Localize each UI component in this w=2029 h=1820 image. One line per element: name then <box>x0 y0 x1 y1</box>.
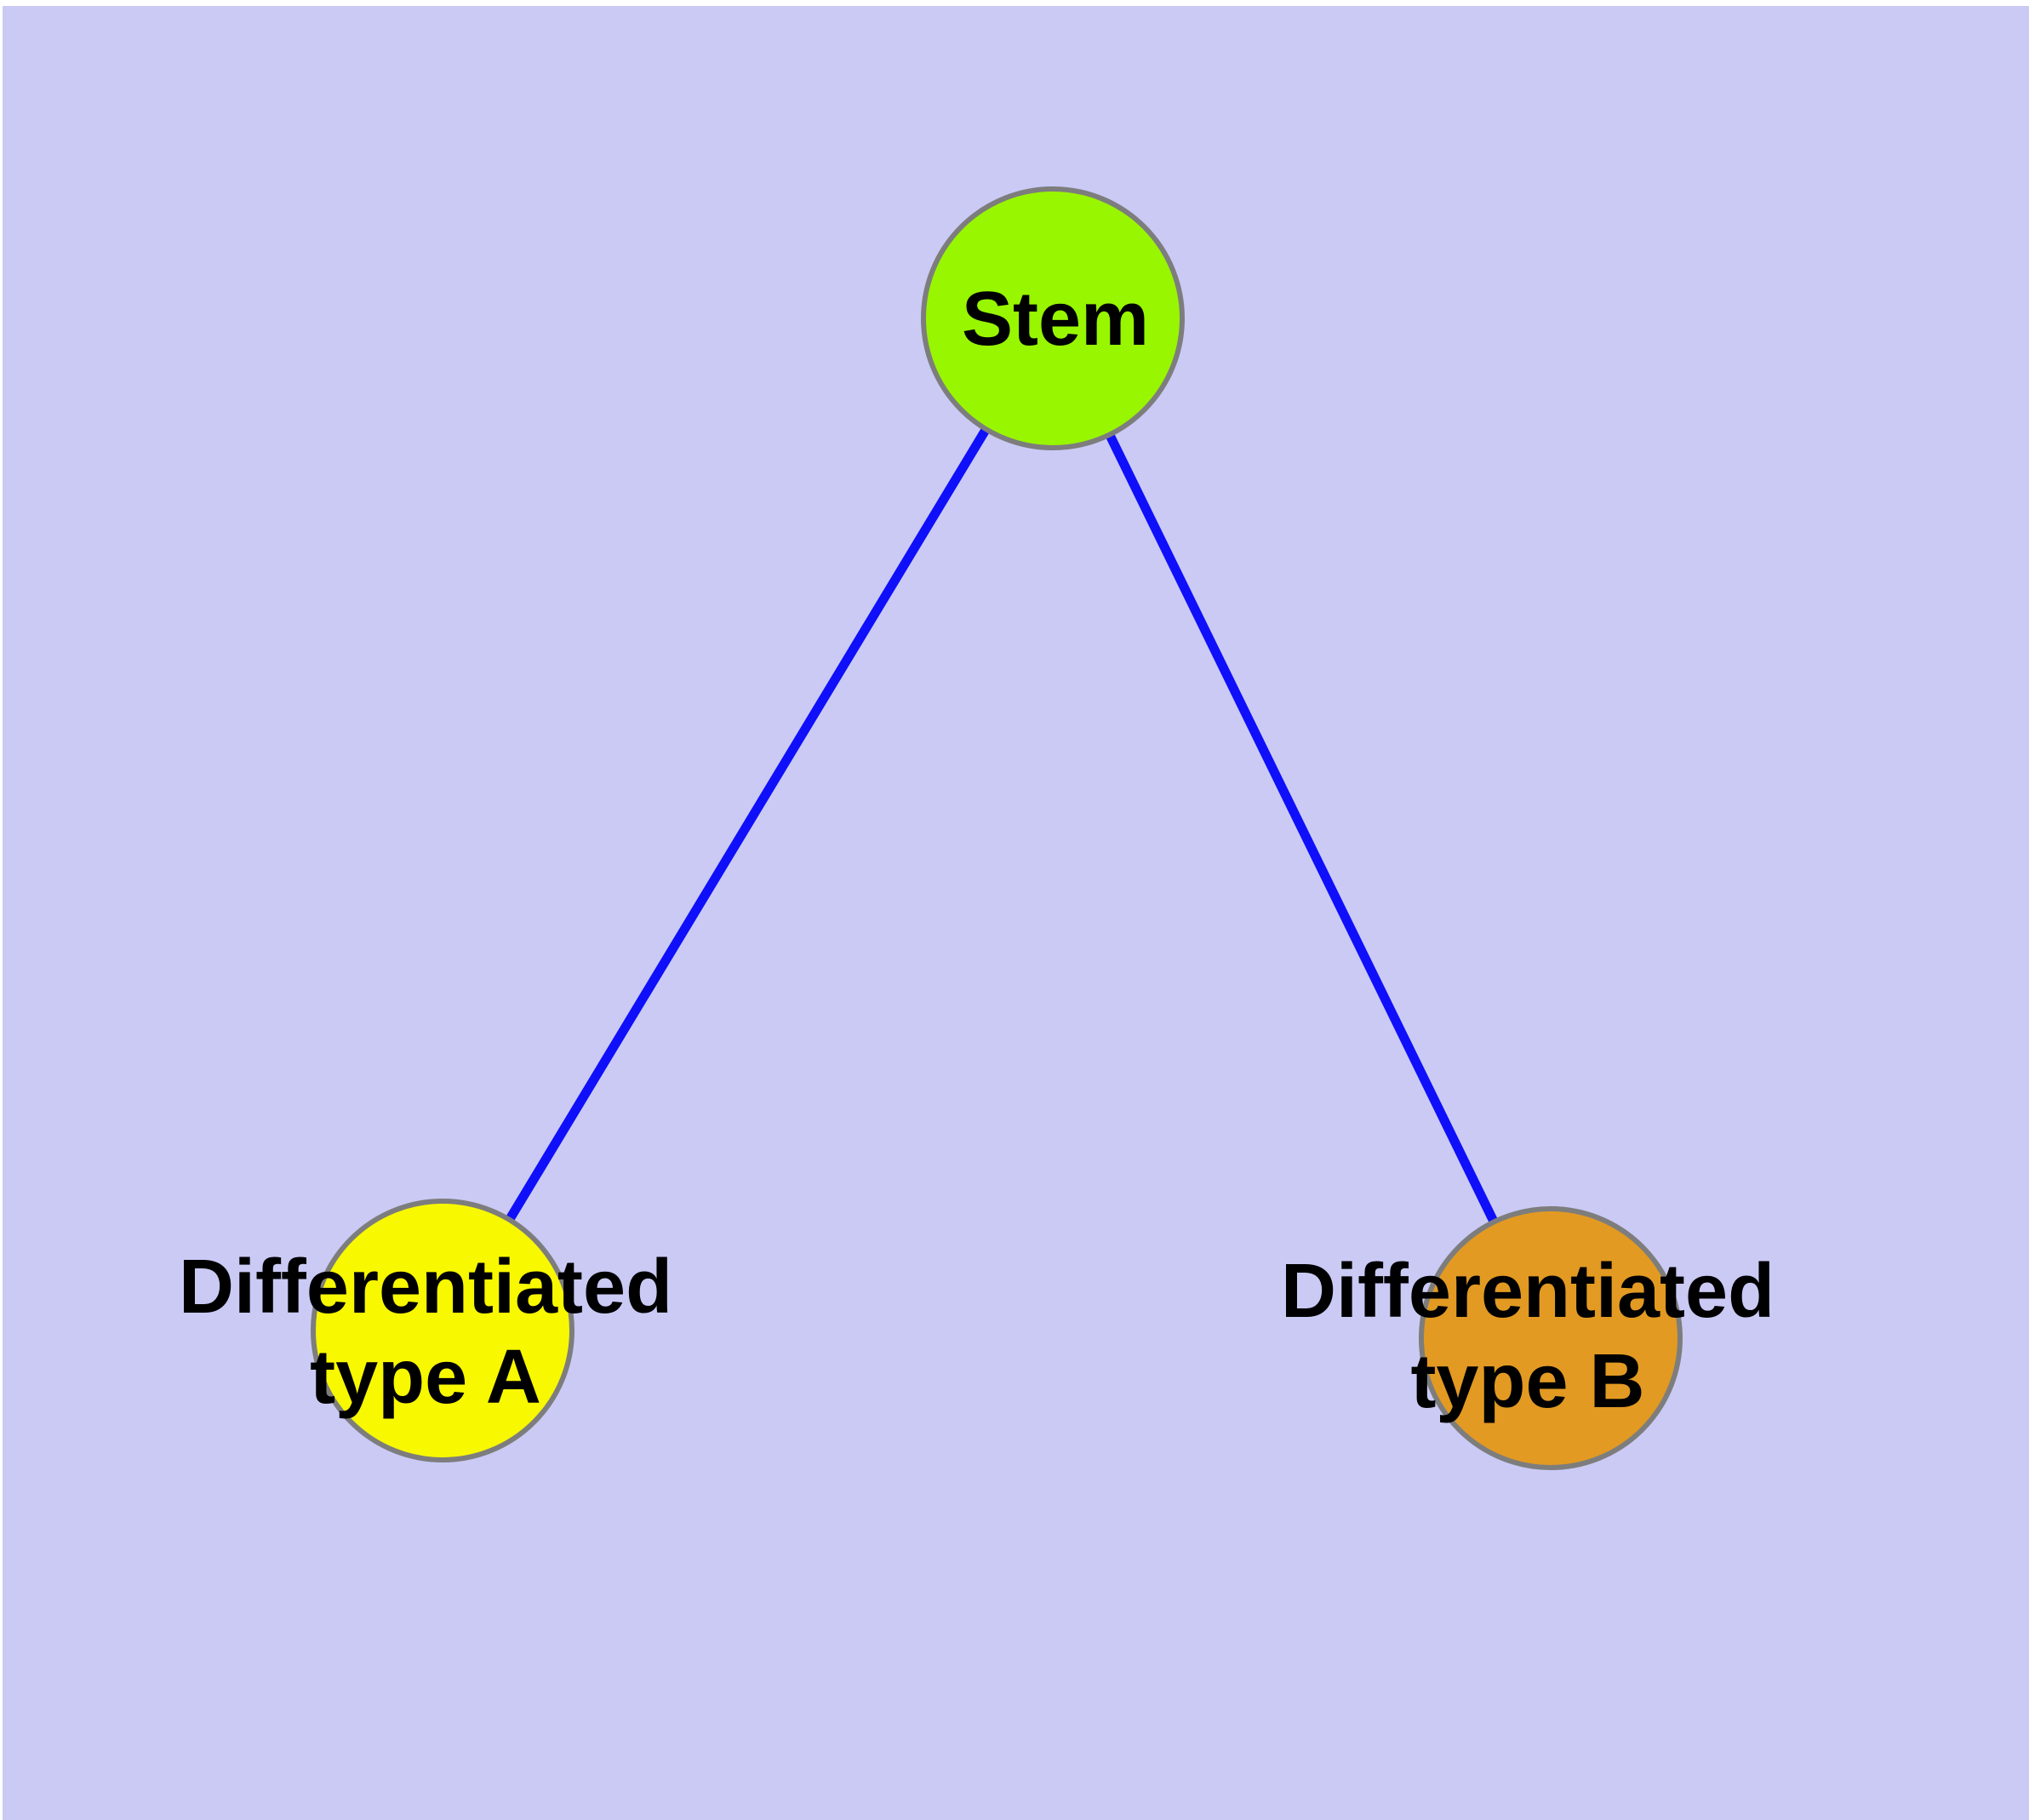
edge-stem-to-type-a <box>438 316 1057 1333</box>
node-type-b-circle <box>1419 1206 1683 1470</box>
node-type-a-label: Differentiated type A <box>179 1242 672 1422</box>
edge-stem-to-type-b <box>1049 316 1555 1341</box>
node-type-a-label-line2: type A <box>310 1335 541 1420</box>
node-type-b-label-line2: type B <box>1410 1339 1645 1424</box>
node-type-b-label: Differentiated type B <box>1281 1246 1775 1427</box>
node-stem-label-text: Stem <box>961 277 1150 362</box>
node-stem-circle <box>921 186 1185 450</box>
node-type-b-label-line1: Differentiated <box>1280 1249 1775 1334</box>
node-type-a-circle <box>311 1199 574 1462</box>
node-stem-label: Stem <box>962 274 1149 364</box>
node-type-a-label-line1: Differentiated <box>178 1245 673 1330</box>
